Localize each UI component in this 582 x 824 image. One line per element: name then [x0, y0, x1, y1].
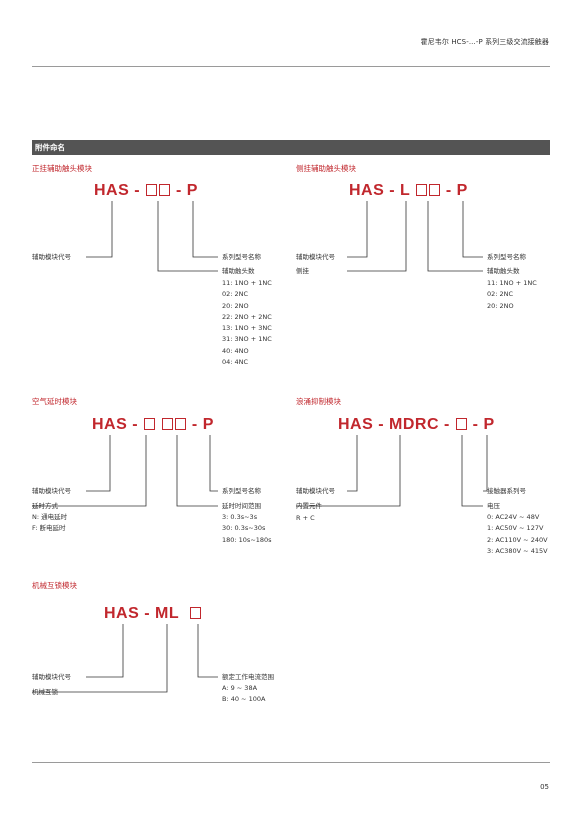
option-item: N: 通电延时 — [32, 513, 68, 521]
option-item: 180: 10s~180s — [222, 535, 272, 544]
connector-side-side — [347, 201, 407, 272]
front-series-label: 系列型号名称 — [222, 253, 261, 261]
surge-internal-label: 内置元件 — [296, 502, 322, 510]
option-item: 13: 1NO + 3NC — [222, 324, 272, 333]
front-model-code: HAS - - P — [94, 182, 198, 200]
front-contacts-label: 辅助触头数 — [222, 267, 255, 275]
code-prefix: HAS - — [94, 182, 141, 199]
surge-module-code-label: 辅助模块代号 — [296, 487, 335, 495]
option-item: B: 40 ~ 100A — [222, 695, 266, 704]
side-series-label: 系列型号名称 — [487, 253, 526, 261]
surge-series-label: 接触器系列号 — [487, 487, 526, 495]
placeholder-box — [161, 418, 173, 430]
placeholder-box — [189, 607, 201, 619]
connector-side-series — [462, 201, 483, 258]
code-suffix: - P — [445, 182, 468, 199]
connector-side-module-code — [347, 201, 368, 258]
option-item: 04: 4NC — [222, 358, 249, 367]
option-item: 31: 3NO + 1NC — [222, 335, 272, 344]
connector-timer-series — [209, 435, 218, 492]
surge-model-code: HAS - MDRC - - P — [338, 416, 495, 434]
side-side-label: 侧挂 — [296, 267, 309, 275]
connector-side-contacts — [427, 201, 483, 272]
option-item: 0: AC24V ~ 48V — [487, 513, 540, 521]
connector-front-module-code — [86, 201, 113, 258]
placeholder-box — [174, 418, 186, 430]
timer-series-label: 系列型号名称 — [222, 487, 261, 495]
surge-internal-value: R + C — [296, 514, 315, 522]
option-item: 22: 2NO + 2NC — [222, 312, 272, 321]
front-module-title: 正挂辅助触头模块 — [32, 164, 92, 173]
timer-mode-label: 延时方式 — [32, 502, 58, 510]
option-item: 30: 0.3s~30s — [222, 524, 266, 533]
interlock-module-title: 机械互锁模块 — [32, 581, 77, 590]
header-rule — [32, 66, 550, 67]
placeholder-box — [428, 184, 440, 196]
option-item: F: 断电延时 — [32, 524, 66, 533]
placeholder-box — [455, 418, 467, 430]
front-contact-options: 11: 1NO + 1NC 02: 2NC 20: 2NO 22: 2NO + … — [222, 278, 272, 368]
code-suffix: - P — [175, 182, 198, 199]
option-item: 2: AC110V ~ 240V — [487, 535, 548, 544]
option-item: 11: 1NO + 1NC — [222, 279, 272, 287]
connector-timer-module-code — [86, 435, 111, 492]
placeholder-box — [146, 184, 158, 196]
interlock-module-code-label: 辅助模块代号 — [32, 673, 71, 681]
code-suffix: - P — [472, 416, 495, 433]
interlock-current-options: A: 9 ~ 38A B: 40 ~ 100A — [222, 683, 265, 706]
option-item: 20: 2NO — [222, 301, 249, 310]
side-model-code: HAS - L - P — [349, 182, 468, 200]
connector-front-contacts — [157, 201, 218, 272]
surge-voltage-label: 电压 — [487, 502, 500, 510]
surge-voltage-options: 0: AC24V ~ 48V 1: AC50V ~ 127V 2: AC110V… — [487, 512, 548, 557]
option-item: 1: AC50V ~ 127V — [487, 524, 544, 533]
interlock-current-label: 额定工作电流范围 — [222, 673, 274, 681]
side-module-code-label: 辅助模块代号 — [296, 253, 335, 261]
placeholder-box — [159, 184, 171, 196]
placeholder-box — [144, 418, 156, 430]
side-contact-options: 11: 1NO + 1NC 02: 2NC 20: 2NO — [487, 278, 537, 312]
timer-range-options: 3: 0.3s~3s 30: 0.3s~30s 180: 10s~180s — [222, 512, 272, 546]
connector-front-series — [192, 201, 218, 258]
connector-interlock-module-code — [86, 624, 124, 678]
option-item: 11: 1NO + 1NC — [487, 279, 537, 287]
timer-module-title: 空气延时模块 — [32, 397, 77, 406]
code-prefix: HAS - MDRC - — [338, 416, 450, 433]
code-prefix: HAS - — [92, 416, 139, 433]
interlock-model-code: HAS - ML — [104, 605, 202, 623]
timer-model-code: HAS - - P — [92, 416, 214, 434]
code-prefix: HAS - L — [349, 182, 410, 199]
option-item: A: 9 ~ 38A — [222, 684, 258, 692]
timer-range-label: 延时时间范围 — [222, 502, 261, 510]
document-header: 霍尼韦尔 HCS-...-P 系列三级交流接触器 — [420, 38, 549, 46]
connector-surge-series — [483, 435, 488, 492]
footer-rule — [32, 762, 550, 763]
option-item: 20: 2NO — [487, 301, 514, 310]
front-module-code-label: 辅助模块代号 — [32, 253, 71, 261]
connector-interlock-current — [197, 624, 218, 678]
surge-module-title: 浪涌抑制模块 — [296, 397, 341, 406]
code-prefix: HAS - ML — [104, 605, 179, 622]
connector-surge-voltage — [461, 435, 483, 507]
timer-mode-options: N: 通电延时 F: 断电延时 — [32, 512, 67, 535]
placeholder-box — [415, 184, 427, 196]
option-item: 40: 4NO — [222, 346, 249, 355]
option-item: 3: AC380V ~ 415V — [487, 546, 548, 555]
code-suffix: - P — [191, 416, 214, 433]
interlock-type-label: 机械互锁 — [32, 688, 58, 696]
side-contacts-label: 辅助触头数 — [487, 267, 520, 275]
connector-surge-module-code — [347, 435, 358, 492]
option-item: 02: 2NC — [487, 290, 514, 299]
section-title-bar: 附件命名 — [32, 140, 550, 155]
option-item: 02: 2NC — [222, 290, 249, 299]
side-module-title: 侧挂辅助触头模块 — [296, 164, 356, 173]
timer-module-code-label: 辅助模块代号 — [32, 487, 71, 495]
page-number: 05 — [540, 783, 549, 791]
option-item: 3: 0.3s~3s — [222, 513, 258, 521]
connector-timer-range — [176, 435, 218, 507]
